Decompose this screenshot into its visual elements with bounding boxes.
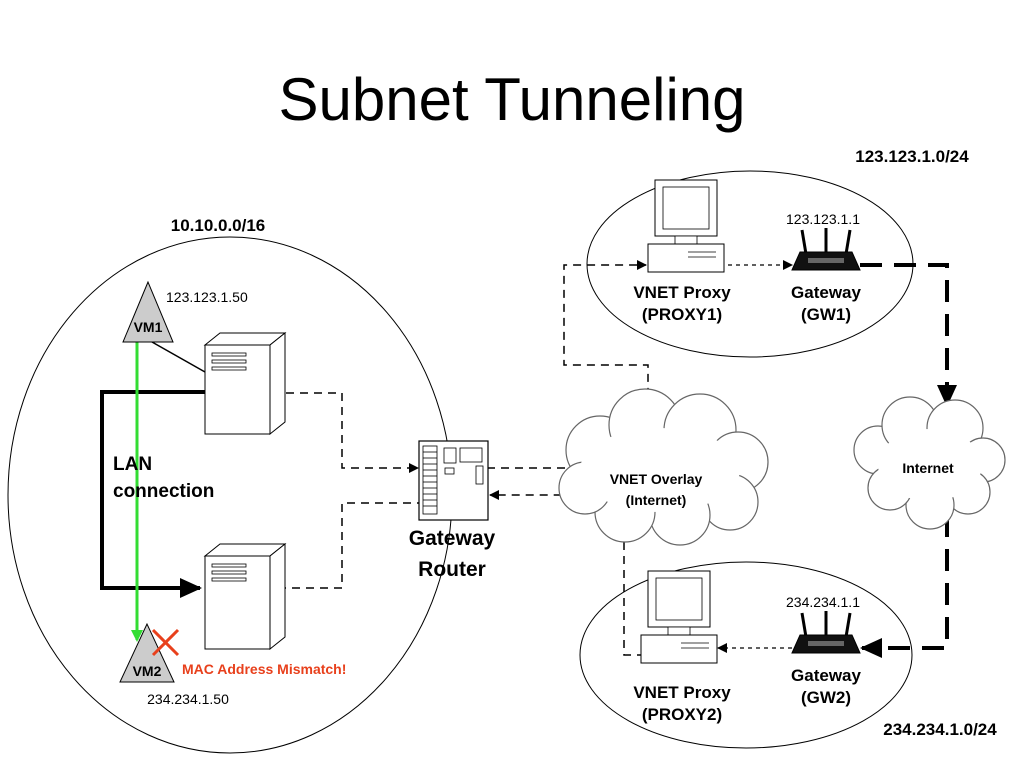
cross-icon — [151, 628, 180, 657]
vm1-label: VM1 — [134, 319, 163, 335]
gw1-to-internet-line — [860, 263, 957, 407]
vm1-to-server-line — [151, 341, 206, 373]
gw2-ip: 234.234.1.1 — [786, 594, 860, 610]
internet-label: Internet — [902, 460, 954, 476]
gw1-label-line2: (GW1) — [801, 305, 851, 324]
left-subnet-label: 10.10.0.0/16 — [171, 216, 266, 235]
gw2-label-line1: Gateway — [791, 666, 861, 685]
router-to-server2-line — [274, 502, 425, 593]
top-right-subnet-label: 123.123.1.0/24 — [855, 147, 969, 166]
gw2-wireless-router-icon[interactable] — [791, 611, 861, 654]
vm2-triangle-icon[interactable]: VM2 — [119, 622, 175, 683]
proxy1-label-line2: (PROXY1) — [642, 305, 722, 324]
gw1-label-line1: Gateway — [791, 283, 861, 302]
lan-label-line2: connection — [113, 481, 214, 502]
lan-label-line1: LAN — [113, 454, 152, 475]
proxy1-label-line1: VNET Proxy — [633, 283, 731, 302]
bottom-right-subnet-ellipse — [579, 561, 913, 749]
proxy2-label-line2: (PROXY2) — [642, 705, 722, 724]
server1-to-router-line — [272, 392, 419, 473]
gateway-router-icon[interactable] — [418, 440, 489, 521]
lan-connection-line — [100, 390, 205, 598]
vm1-ip: 123.123.1.50 — [166, 289, 248, 305]
server-1-icon[interactable] — [203, 331, 287, 436]
proxy1-computer-icon[interactable] — [647, 179, 725, 273]
overlay-label-line1: VNET Overlay — [610, 471, 703, 487]
gw1-wireless-router-icon[interactable] — [791, 228, 861, 271]
vm1-triangle-icon[interactable]: VM1 — [122, 280, 174, 343]
server-2-icon[interactable] — [203, 542, 287, 651]
vnet-overlay-cloud-icon — [558, 388, 769, 546]
vm2-ip: 234.234.1.50 — [147, 691, 229, 707]
mac-mismatch-error: MAC Address Mismatch! — [182, 661, 346, 677]
proxy2-label-line1: VNET Proxy — [633, 683, 731, 702]
gw1-ip: 123.123.1.1 — [786, 211, 860, 227]
internet-cloud-icon — [853, 396, 1006, 530]
gateway-router-label-line1: Gateway — [409, 527, 496, 550]
gw2-label-line2: (GW2) — [801, 688, 851, 707]
proxy2-computer-icon[interactable] — [640, 570, 718, 664]
overlay-label-line2: (Internet) — [626, 492, 687, 508]
slide-title: Subnet Tunneling — [278, 66, 745, 133]
internet-to-gw2-line — [860, 515, 949, 658]
gateway-router-label-line2: Router — [418, 558, 486, 581]
vm2-label: VM2 — [133, 663, 162, 679]
bottom-right-subnet-label: 234.234.1.0/24 — [883, 720, 997, 739]
